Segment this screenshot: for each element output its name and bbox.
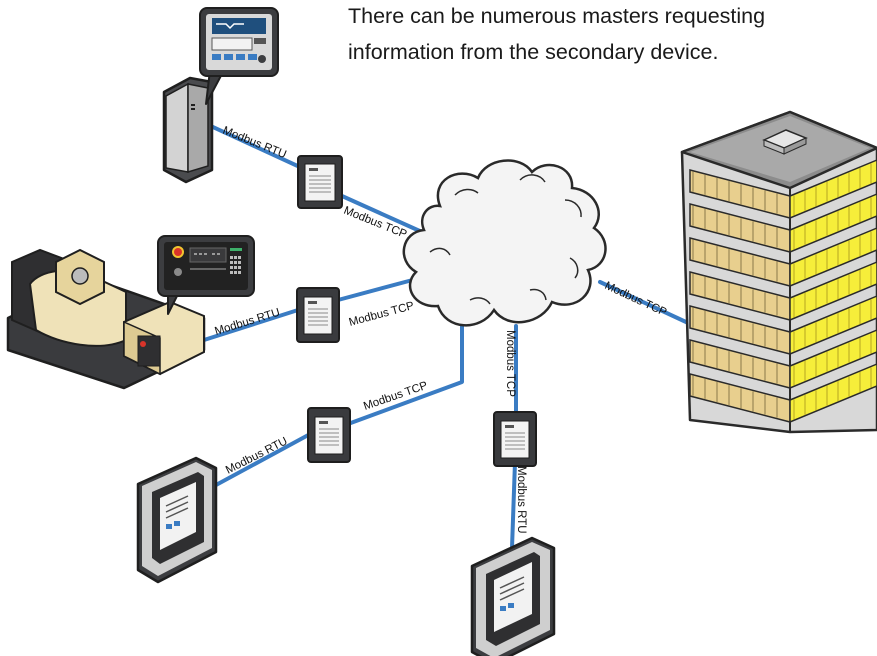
gateway-icon-2 — [296, 287, 340, 343]
building-window-band-right — [789, 363, 877, 424]
generator-icon — [6, 248, 206, 390]
link-gateway4-to-panel2 — [510, 460, 517, 550]
link-label-rtu-panel1: Modbus RTU — [224, 435, 290, 476]
gateway-icon-3 — [307, 407, 351, 463]
generator-panel-callout-icon — [157, 235, 255, 315]
link-label-tcp-vertical: Modbus TCP — [504, 330, 516, 397]
building-icon — [680, 110, 877, 434]
link-cloud-to-building — [598, 280, 688, 324]
cloud-icon — [402, 159, 607, 327]
link-generator-to-gateway2 — [202, 308, 300, 342]
link-gateway3-to-panel1 — [214, 431, 314, 487]
link-label-rtu-vertical: Modbus RTU — [515, 466, 527, 534]
gateway-icon-1 — [297, 155, 343, 209]
building-window-band-right — [789, 159, 877, 220]
link-cloud-to-gateway3 — [346, 320, 464, 426]
link-label-tcp-gateway2: Modbus TCP — [348, 300, 416, 329]
building-window-band-right — [789, 227, 877, 288]
link-label-rtu-generator: Modbus RTU — [213, 307, 281, 338]
wall-cabinet-icon — [162, 76, 214, 184]
building-window-band-right — [789, 295, 877, 356]
gateway-icon-4 — [493, 411, 537, 467]
controller-panel-icon-2 — [470, 536, 556, 656]
link-label-rtu-cabinet: Modbus RTU — [221, 125, 288, 161]
building-window-band-right — [789, 329, 877, 390]
link-cabinet-to-gateway1 — [200, 120, 304, 170]
building-window-band-right — [789, 193, 877, 254]
caption-line-2: information from the secondary device. — [348, 40, 719, 64]
link-label-tcp-building: Modbus TCP — [603, 280, 669, 319]
controller-callout-icon — [199, 7, 279, 105]
caption: There can be numerous masters requesting… — [348, 0, 868, 70]
link-gateway2-to-cloud — [336, 276, 422, 302]
caption-line-1: There can be numerous masters requesting — [348, 4, 766, 28]
link-gateway1-to-cloud — [340, 194, 424, 234]
building-window-band-right — [789, 261, 877, 322]
controller-panel-icon-1 — [136, 456, 218, 584]
